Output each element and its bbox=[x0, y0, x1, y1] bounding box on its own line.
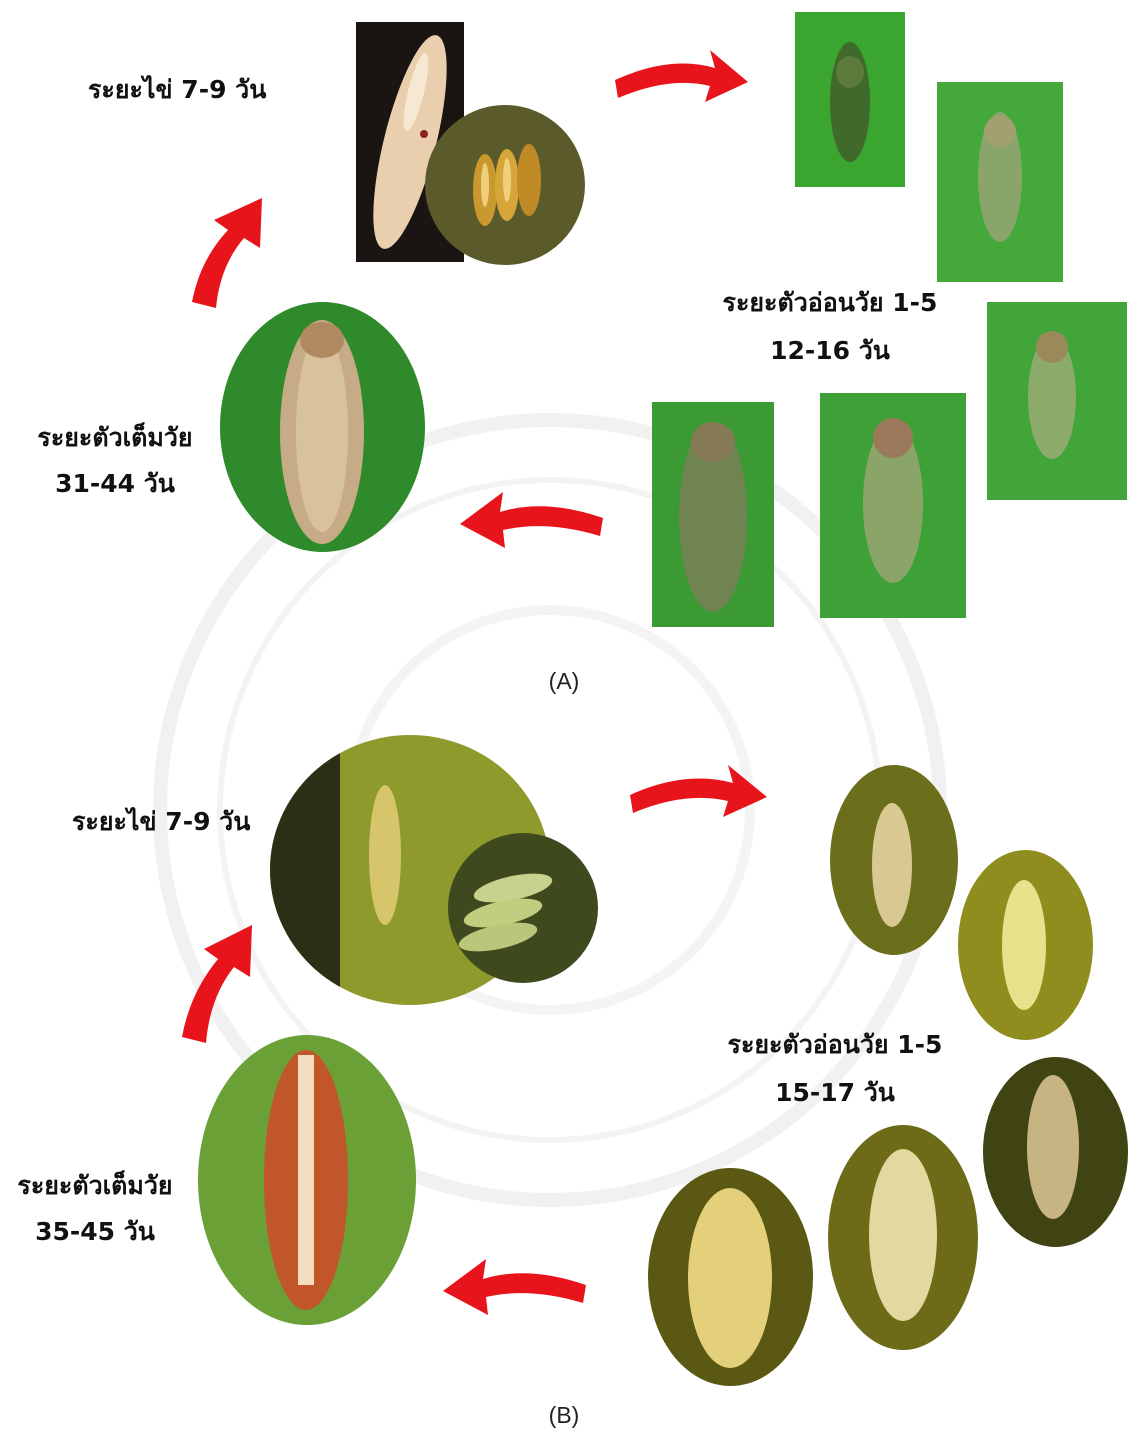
nymph-photo-b1 bbox=[830, 765, 958, 955]
egg-stage-label-b: ระยะไข่ 7-9 วัน bbox=[72, 802, 250, 842]
nymph-stage-label-b: ระยะตัวอ่อนวัย 1-5 15-17 วัน bbox=[725, 1025, 945, 1113]
panel-b-lifecycle: ระยะไข่ 7-9 วัน bbox=[0, 720, 1128, 1438]
nymph-photo-b2 bbox=[958, 850, 1093, 1040]
nymph-stage-label: ระยะตัวอ่อนวัย 1-5 12-16 วัน bbox=[720, 283, 940, 371]
adult-photo bbox=[220, 302, 425, 552]
egg-cluster-photo-b bbox=[448, 833, 598, 983]
nymph-photo-2 bbox=[937, 82, 1063, 282]
nymph-photo-b5 bbox=[648, 1168, 813, 1386]
nymph-photo-3 bbox=[987, 302, 1127, 500]
adult-stage-line2: 31-44 วัน bbox=[30, 464, 200, 504]
arrow-nymph-to-adult bbox=[455, 488, 605, 553]
adult-photo-b bbox=[198, 1035, 416, 1325]
arrow-egg-to-nymph bbox=[610, 40, 750, 110]
nymph-photo-5 bbox=[652, 402, 774, 627]
arrow-nymph-to-adult-b bbox=[438, 1255, 588, 1320]
arrow-egg-to-nymph-b bbox=[625, 755, 770, 825]
egg-cluster-photo bbox=[425, 105, 585, 265]
caption-b: (B) bbox=[0, 1402, 1128, 1429]
arrow-adult-to-egg-b bbox=[170, 915, 260, 1045]
nymph-stage-line1-b: ระยะตัวอ่อนวัย 1-5 bbox=[725, 1025, 945, 1065]
nymph-photo-b4 bbox=[828, 1125, 978, 1350]
nymph-stage-line1: ระยะตัวอ่อนวัย 1-5 bbox=[720, 283, 940, 323]
adult-stage-line1: ระยะตัวเต็มวัย bbox=[30, 418, 200, 458]
caption-a: (A) bbox=[0, 668, 1128, 695]
adult-stage-line2-b: 35-45 วัน bbox=[10, 1212, 180, 1252]
nymph-photo-1 bbox=[795, 12, 905, 187]
nymph-photo-4 bbox=[820, 393, 966, 618]
adult-stage-label: ระยะตัวเต็มวัย 31-44 วัน bbox=[30, 418, 200, 504]
nymph-stage-line2-b: 15-17 วัน bbox=[725, 1073, 945, 1113]
panel-a-lifecycle: ระยะไข่ 7-9 วัน bbox=[0, 0, 1128, 700]
adult-stage-label-b: ระยะตัวเต็มวัย 35-45 วัน bbox=[10, 1166, 180, 1252]
nymph-photo-b3 bbox=[983, 1057, 1128, 1247]
nymph-stage-line2: 12-16 วัน bbox=[720, 331, 940, 371]
adult-stage-line1-b: ระยะตัวเต็มวัย bbox=[10, 1166, 180, 1206]
egg-stage-label: ระยะไข่ 7-9 วัน bbox=[88, 70, 266, 110]
arrow-adult-to-egg bbox=[180, 190, 270, 310]
